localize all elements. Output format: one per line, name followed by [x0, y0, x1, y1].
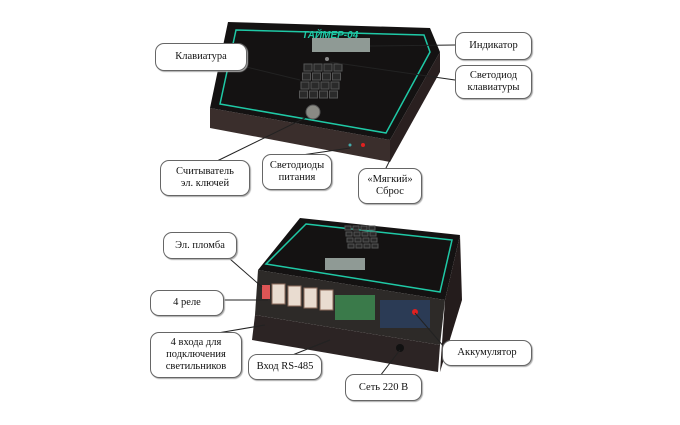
- power-led-blue: [348, 143, 352, 147]
- callout-battery: Аккумулятор: [442, 340, 532, 366]
- callout-relays: 4 реле: [150, 290, 224, 316]
- keypad-key: [319, 90, 328, 99]
- power-led-red: [361, 143, 365, 147]
- seal: [262, 285, 270, 299]
- leader-lines: [199, 44, 456, 377]
- keypad-key: [320, 81, 330, 90]
- display-window: [325, 258, 365, 270]
- keypad-key: [300, 81, 310, 90]
- keypad-key: [330, 81, 340, 90]
- callout-keyboard: Клавиатура: [155, 43, 247, 71]
- keypad-key: [310, 81, 320, 90]
- keypad-key: [322, 72, 331, 81]
- callout-seal: Эл. пломба: [163, 232, 237, 259]
- keypad-key: [369, 231, 377, 237]
- keypad-key: [302, 72, 311, 81]
- circuit-board: [335, 295, 375, 320]
- keypad-key: [345, 231, 353, 237]
- keypad-key: [362, 237, 370, 243]
- keypad-key: [354, 237, 362, 243]
- keypad-key: [353, 231, 361, 237]
- callout-key-reader: Считыватель эл. ключей: [160, 160, 250, 196]
- relay: [319, 289, 334, 311]
- indicator-display: [312, 38, 370, 52]
- keypad-key: [299, 90, 308, 99]
- relay: [303, 287, 318, 309]
- keypad-key: [360, 225, 368, 231]
- relay: [287, 285, 302, 307]
- callout-mains: Сеть 220 В: [345, 374, 422, 401]
- device-side-right: [390, 52, 440, 162]
- keypad-key: [347, 243, 355, 249]
- keypad-key: [352, 225, 360, 231]
- keypad-key: [370, 237, 378, 243]
- front-panel: [252, 315, 440, 372]
- callout-rs485: Вход RS-485: [248, 354, 322, 380]
- keypad-key: [309, 90, 318, 99]
- keyboard-led: [325, 57, 329, 61]
- callout-power-leds: Светодиоды питания: [262, 154, 332, 190]
- battery-indicator: [412, 309, 418, 315]
- keypad-key: [303, 63, 313, 72]
- keypad-key: [355, 243, 363, 249]
- device-top-view: ТАЙМЕР-04: [210, 22, 440, 162]
- callout-inputs: 4 входа для подключения светильников: [150, 332, 242, 378]
- relay: [271, 283, 286, 305]
- callout-soft-reset: «Мягкий» Сброс: [358, 168, 422, 204]
- callout-keyboard-led: Светодиод клавиатуры: [455, 65, 532, 99]
- keypad-key: [363, 243, 371, 249]
- keypad-key: [333, 63, 343, 72]
- keypad-key: [312, 72, 321, 81]
- keypad-key: [344, 225, 352, 231]
- keypad-key: [368, 225, 376, 231]
- device-open-view: [252, 218, 462, 372]
- keypad: [344, 225, 379, 249]
- accent-frame: [219, 29, 431, 134]
- brand-logo: ТАЙМЕР-04: [302, 28, 359, 41]
- key-reader: [305, 104, 321, 120]
- keypad-key: [332, 72, 341, 81]
- accent-frame: [264, 223, 453, 293]
- keypad-key: [361, 231, 369, 237]
- keypad-key: [323, 63, 333, 72]
- keypad: [299, 63, 343, 99]
- keypad-key: [329, 90, 338, 99]
- keypad-key: [371, 243, 379, 249]
- callout-indicator: Индикатор: [455, 32, 532, 60]
- device-top-panel: [210, 22, 440, 140]
- keypad-key: [313, 63, 323, 72]
- mains-connector: [396, 344, 404, 352]
- keypad-key: [346, 237, 354, 243]
- side-panel: [440, 235, 462, 372]
- battery-pack: [380, 300, 430, 328]
- relays: [271, 283, 334, 311]
